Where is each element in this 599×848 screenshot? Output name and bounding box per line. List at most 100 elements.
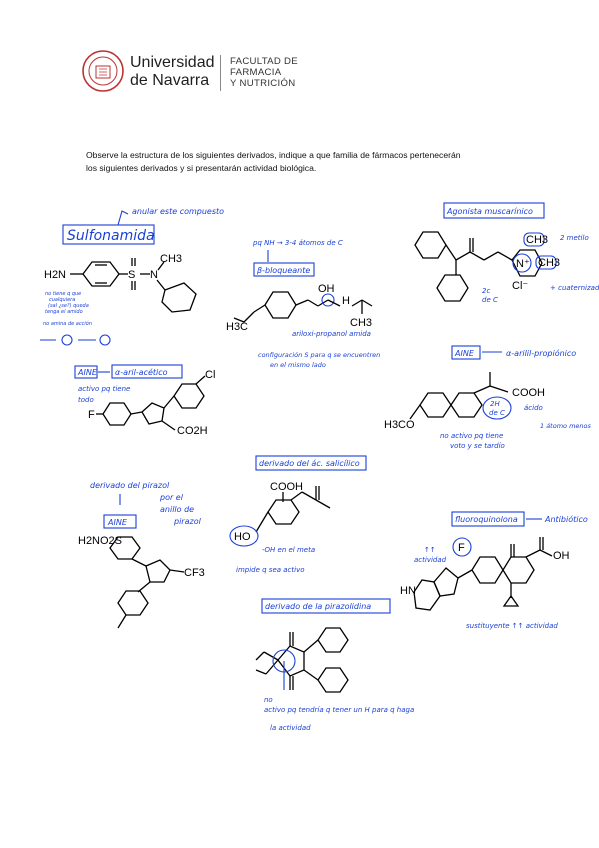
sulfonamida-small4: tenga el amido: [45, 309, 83, 315]
fluoro-note2: actividad: [414, 556, 447, 564]
aine2-cooh: COOH: [512, 387, 545, 399]
aine1-note2: todo: [78, 396, 94, 404]
salicilico-section: derivado del ác. salicílico COOH HO -OH …: [229, 455, 367, 574]
fluoro-bottom: sustituyente ↑↑ actividad: [466, 622, 558, 630]
bbloq-oh: OH: [318, 283, 335, 295]
aine3-tolyl: [117, 590, 149, 616]
instructions-line2: los siguientes derivados y si presentará…: [86, 162, 317, 173]
aine1-cl: Cl: [205, 369, 215, 381]
faculty-line2: FARMACIA: [230, 67, 282, 78]
pirazol-phenyl2: [317, 667, 349, 693]
fluoro-ring1: [471, 556, 504, 584]
pirazolidina-section: derivado de la pirazolidina no activo pq…: [255, 598, 414, 732]
aine3-h2no2s: H2NO2S: [78, 535, 122, 547]
fluoro-f: F: [458, 542, 465, 554]
faculty-line1: FACULTAD DE: [230, 56, 298, 67]
aine3-note2: por el: [159, 493, 184, 502]
aine1-section: AINE α-aril-acético activo pq tiene todo…: [74, 364, 215, 437]
aine3-cf3: CF3: [184, 567, 205, 579]
bbloq-benzene: [264, 291, 297, 319]
fluoro-bicycle-b: [413, 579, 441, 611]
bbloq-acil: ariloxi-propanol amida: [292, 330, 371, 338]
instructions-line1: Observe la estructura de los siguientes …: [86, 150, 461, 160]
salic-cooh: COOH: [270, 481, 303, 493]
sulfonamida-title: Sulfonamida: [67, 228, 155, 244]
aine2-de: de C: [489, 409, 505, 417]
agon-phenyl-bottom: [436, 274, 469, 302]
sulfonamida-small3: (sal ¿se?) queda: [48, 303, 89, 309]
bbloq-ch3: CH3: [350, 317, 372, 329]
agon-ch3a: CH3: [526, 234, 548, 246]
sulfonamida-small1: no tiene q que: [45, 291, 81, 297]
sulfonamida-note: anular este compuesto: [132, 207, 224, 216]
aine3-sulfonylphenyl: [109, 536, 141, 560]
salic-note2: impide q sea activo: [236, 566, 305, 574]
logo-divider: [220, 55, 221, 91]
aine2-ring2: [450, 392, 483, 418]
salic-title: derivado del ác. salicílico: [259, 459, 360, 468]
aine1-pyrazole: [141, 402, 165, 425]
faculty-line3: Y NUTRICIÓN: [230, 78, 296, 89]
sulfonamida-small5: no amina de acción: [43, 320, 92, 327]
sulfonamida-section: Sulfonamida anular este compuesto H2N S …: [40, 207, 224, 346]
sulfonamida-small2: cualquiera: [49, 297, 75, 303]
bbloqueante-section: pq NH → 3-4 átomos de C β-bloqueante OH …: [226, 239, 380, 369]
university-line2: de Navarra: [130, 72, 210, 89]
agon-phenyl-top: [414, 231, 447, 259]
aine3-section: derivado del pirazol por el anillo de pi…: [78, 481, 205, 629]
aine2-note3: 1 átomo menos: [540, 422, 592, 430]
pirazolidine-ring: [277, 645, 305, 677]
aine1-note1: activo pq tiene: [78, 385, 130, 393]
fluoro-class: Antibiótico: [544, 514, 588, 524]
aine1-co2h: CO2H: [177, 425, 208, 437]
fluoro-oh: OH: [553, 550, 570, 562]
aine2-note2: voto y se tardío: [450, 442, 505, 450]
agon-cl: Cl⁻: [512, 280, 528, 292]
aine3-pyrazole: [145, 559, 171, 583]
university-line1: Universidad: [130, 54, 215, 71]
university-name: Universidad de Navarra: [130, 54, 214, 90]
pirazol-note1: no: [264, 696, 273, 704]
fluoro-title: fluoroquinolona: [455, 515, 518, 524]
bbloq-nh: H: [342, 295, 350, 307]
aine3-tag: AINE: [107, 518, 128, 527]
agon-cuat: + cuaternizado: [550, 284, 599, 292]
bbloq-note: pq NH → 3-4 átomos de C: [252, 239, 343, 247]
sulfonamida-s: S: [128, 269, 135, 281]
aine2-tag: AINE: [454, 349, 475, 358]
agon-title: Agonista muscarínico: [446, 207, 533, 216]
pirazol-note2: activo pq tendría q tener un H para q ha…: [264, 706, 414, 714]
bbloq-title: β-bloqueante: [256, 266, 310, 275]
sulfonamida-n: N: [150, 269, 158, 281]
fluoro-ring2: [502, 556, 535, 584]
agon-ch3b: CH3: [538, 257, 560, 269]
aine2-2h: 2H: [490, 400, 500, 408]
aine2-note1: no activo pq tiene: [440, 432, 503, 440]
salic-note1: -OH en el meta: [262, 546, 315, 554]
aine1-f: F: [88, 409, 95, 421]
aine3-note1: derivado del pirazol: [90, 481, 170, 490]
aine2-ring1: [419, 392, 452, 418]
sulfonamida-h2n: H2N: [44, 269, 66, 281]
aine3-note3: anillo de: [160, 505, 194, 514]
fluoro-cyclopropyl: [502, 594, 520, 607]
aine1-fluorophenyl: [102, 402, 132, 426]
aine1-chlorophenyl: [173, 383, 205, 409]
faculty-name: FACULTAD DE FARMACIA Y NUTRICIÓN: [230, 56, 298, 89]
aine1-class: α-aril-acético: [115, 367, 168, 377]
bbloq-h3c: H3C: [226, 321, 248, 333]
bbloq-conf1: configuración S para q se encuentren: [258, 351, 380, 359]
fluoro-hn: HN: [400, 585, 416, 597]
aine2-h3co: H3CO: [384, 419, 415, 431]
sulfonamida-ch3: CH3: [160, 253, 182, 265]
instructions: Observe la estructura de los siguientes …: [86, 149, 526, 174]
sulfonamida-arrow: [117, 210, 129, 226]
fluoro-note1: ↑↑: [424, 546, 436, 554]
agon-nitro: 2 metilo: [560, 234, 589, 242]
agon-2c: 2c: [482, 287, 490, 295]
aine2-class: α-arilil-propiónico: [506, 348, 576, 358]
bbloq-conf2: en el mismo lado: [270, 361, 326, 369]
salic-ho: HO: [234, 531, 251, 543]
